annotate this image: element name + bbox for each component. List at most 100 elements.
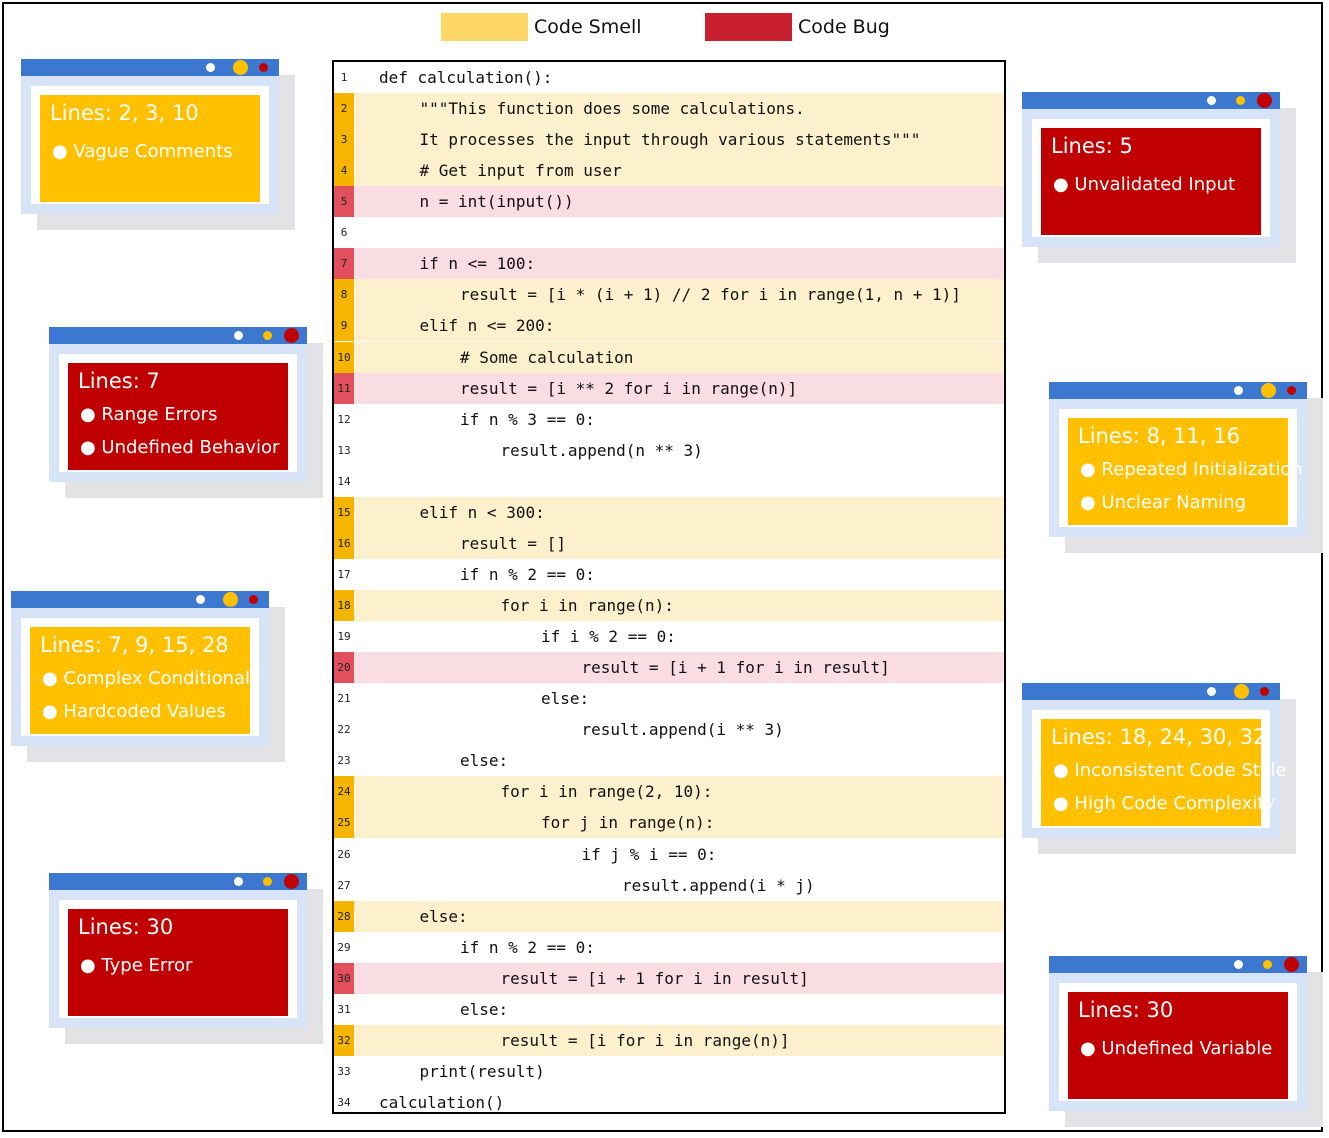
code-line: 1def calculation(): <box>334 62 1004 93</box>
code-line: 14 <box>334 466 1004 497</box>
annotation-issue-item: ● Undefined Variable <box>1080 1038 1272 1059</box>
window-dot-yellow-icon <box>1236 96 1245 105</box>
code-line: 11 result = [i ** 2 for i in range(n)] <box>334 373 1004 404</box>
window-body: Lines: 5● Unvalidated Input <box>1032 119 1270 237</box>
line-number: 34 <box>334 1087 354 1114</box>
line-number: 24 <box>334 776 354 807</box>
window-dot-red-icon <box>284 874 299 889</box>
window-dot-white-icon <box>206 63 215 72</box>
annotation-issue-item: ● Vague Comments <box>52 141 233 162</box>
code-line: 5n = int(input()) <box>334 186 1004 217</box>
window-frame: Lines: 18, 24, 30, 32● Inconsistent Code… <box>1022 683 1280 838</box>
code-text: print(result) <box>420 1056 545 1087</box>
line-number: 16 <box>334 528 354 559</box>
code-text: # Some calculation <box>460 342 633 373</box>
window-dot-white-icon <box>196 595 205 604</box>
code-text: def calculation(): <box>379 62 552 93</box>
window-body: Lines: 7● Range Errors● Undefined Behavi… <box>59 354 297 472</box>
window-dot-yellow-icon <box>263 877 272 886</box>
annotation-lines-title: Lines: 2, 3, 10 <box>50 101 199 125</box>
line-number: 32 <box>334 1025 354 1056</box>
code-panel: 1def calculation():2"""This function doe… <box>332 60 1006 1114</box>
line-number: 6 <box>334 217 354 248</box>
line-number: 7 <box>334 248 354 279</box>
code-line: 12if n % 3 == 0: <box>334 404 1004 435</box>
window-dot-white-icon <box>234 877 243 886</box>
smell-annotation-box: Lines: 18, 24, 30, 32● Inconsistent Code… <box>1041 719 1261 826</box>
line-number: 28 <box>334 901 354 932</box>
line-number: 11 <box>334 373 354 404</box>
window-body: Lines: 18, 24, 30, 32● Inconsistent Code… <box>1032 710 1270 828</box>
code-text: if n % 2 == 0: <box>460 559 595 590</box>
code-line: 31else: <box>334 994 1004 1025</box>
code-text: if i % 2 == 0: <box>541 621 676 652</box>
code-text: else: <box>460 994 508 1025</box>
code-text: for i in range(2, 10): <box>501 776 713 807</box>
line-number: 17 <box>334 559 354 590</box>
line-number: 21 <box>334 683 354 714</box>
bug-annotation-box: Lines: 5● Unvalidated Input <box>1041 128 1261 235</box>
code-text: if n % 2 == 0: <box>460 932 595 963</box>
window-frame: Lines: 5● Unvalidated Input <box>1022 92 1280 247</box>
code-line: 17 if n % 2 == 0: <box>334 559 1004 590</box>
code-text: for j in range(n): <box>541 807 714 838</box>
window-dot-yellow-icon <box>1261 383 1276 398</box>
code-text: elif n < 300: <box>420 497 545 528</box>
annotation-issue-item: ● Unclear Naming <box>1080 492 1246 513</box>
annotation-issue-item: ● Undefined Behavior <box>80 437 279 458</box>
bug-annotation-box: Lines: 30● Type Error <box>68 909 288 1016</box>
window-dot-yellow-icon <box>263 331 272 340</box>
code-text: result = [i + 1 for i in result] <box>582 652 890 683</box>
annotation-lines-title: Lines: 7 <box>78 369 160 393</box>
code-text: result = [i ** 2 for i in range(n)] <box>460 373 797 404</box>
bug-annotation-box: Lines: 30● Undefined Variable <box>1068 992 1288 1099</box>
code-text: result.append(i * j) <box>622 870 815 901</box>
window-body: Lines: 7, 9, 15, 28● Complex Conditional… <box>21 618 259 736</box>
code-text: result = [i * (i + 1) // 2 for i in rang… <box>460 279 961 310</box>
code-text: result = [i for i in range(n)] <box>501 1025 790 1056</box>
line-number: 25 <box>334 807 354 838</box>
smell-annotation-box: Lines: 2, 3, 10 ● Vague Comments <box>40 95 260 202</box>
window-dot-white-icon <box>1207 687 1216 696</box>
code-text: result.append(i ** 3) <box>582 714 784 745</box>
line-number: 3 <box>334 124 354 155</box>
code-text: if n <= 100: <box>420 248 536 279</box>
code-line: 23else: <box>334 745 1004 776</box>
code-text: n = int(input()) <box>420 186 574 217</box>
window-dot-white-icon <box>1207 96 1216 105</box>
line-number: 27 <box>334 870 354 901</box>
code-text: result.append(n ** 3) <box>501 435 703 466</box>
annotation-window-smell: Lines: 7, 9, 15, 28● Complex Conditional… <box>11 591 281 762</box>
code-line: 18for i in range(n): <box>334 590 1004 621</box>
line-number: 22 <box>334 714 354 745</box>
window-dot-red-icon <box>259 63 268 72</box>
code-line: 29if n % 2 == 0: <box>334 932 1004 963</box>
legend-bug-label: Code Bug <box>798 13 890 41</box>
line-number: 15 <box>334 497 354 528</box>
code-line: 4# Get input from user <box>334 155 1004 186</box>
code-text: else: <box>541 683 589 714</box>
annotation-issue-item: ● High Code Complexity <box>1053 793 1275 814</box>
window-dot-red-icon <box>284 328 299 343</box>
line-number: 23 <box>334 745 354 776</box>
code-line: 34calculation() <box>334 1087 1004 1114</box>
code-line: 6 <box>334 217 1004 248</box>
annotation-issue-item: ● Complex Conditional <box>42 668 250 689</box>
annotation-window-bug: Lines: 5● Unvalidated Input <box>1022 92 1292 263</box>
window-body: Lines: 8, 11, 16● Repeated Initializatio… <box>1059 409 1297 527</box>
window-body: Lines: 2, 3, 10 ● Vague Comments <box>31 86 269 204</box>
code-text: result = [] <box>460 528 566 559</box>
annotation-window-smell: Lines: 8, 11, 16● Repeated Initializatio… <box>1049 382 1319 553</box>
window-dot-white-icon <box>1234 960 1243 969</box>
annotation-window-bug: Lines: 30● Type Error <box>49 873 319 1044</box>
annotation-lines-title: Lines: 8, 11, 16 <box>1078 424 1240 448</box>
line-number: 19 <box>334 621 354 652</box>
code-text: It processes the input through various s… <box>420 124 921 155</box>
window-frame: Lines: 7● Range Errors● Undefined Behavi… <box>49 327 307 482</box>
code-text: """This function does some calculations. <box>420 93 805 124</box>
annotation-window-smell: Lines: 2, 3, 10 ● Vague Comments <box>21 59 291 230</box>
code-text: elif n <= 200: <box>420 310 555 341</box>
window-frame: Lines: 2, 3, 10 ● Vague Comments <box>21 59 279 214</box>
line-number: 13 <box>334 435 354 466</box>
legend-smell-swatch <box>441 13 528 41</box>
